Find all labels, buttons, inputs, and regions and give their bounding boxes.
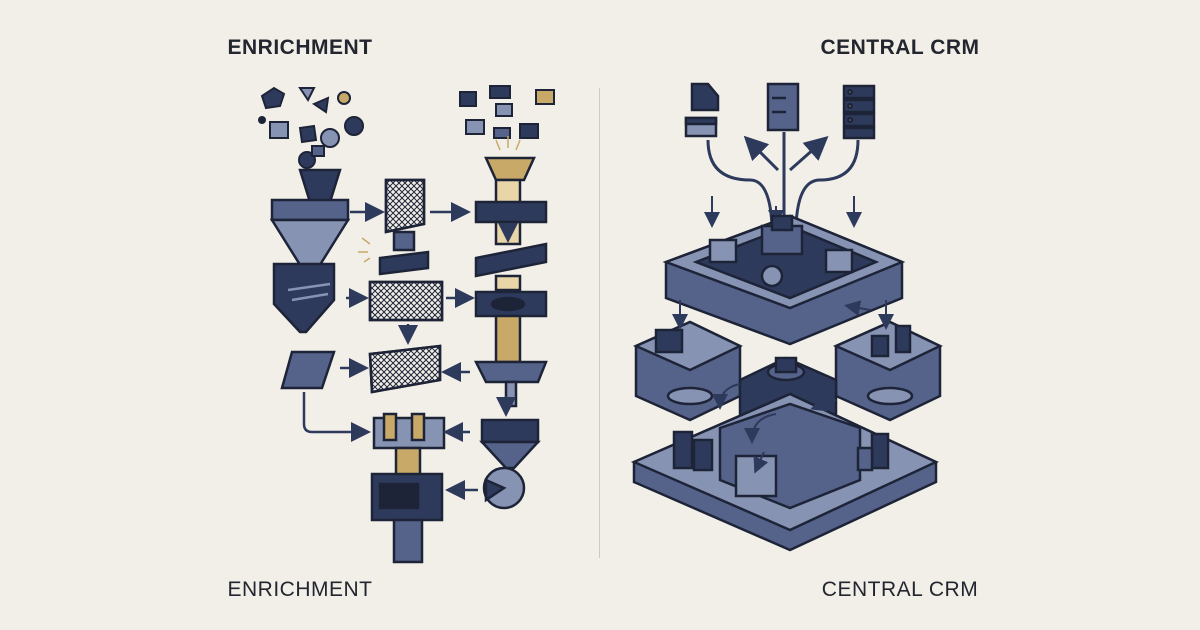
central-crm-panel: CENTRAL CRM <box>600 0 1200 630</box>
raw-data-scatter <box>258 86 364 169</box>
crm-title-bottom: CENTRAL CRM <box>821 578 979 601</box>
flow-arrows <box>302 202 518 500</box>
lens-column-icon <box>473 156 548 408</box>
server-rack-icon <box>842 84 876 140</box>
server-icon <box>766 82 800 132</box>
funnel-icon <box>269 168 351 334</box>
sparkle-icon <box>358 136 521 263</box>
panel-divider <box>599 88 600 558</box>
enrichment-title-top: ENRICHMENT <box>227 36 373 59</box>
enrichment-panel: ENRICHMENT <box>227 36 555 601</box>
output-funnel-icon <box>479 418 541 510</box>
enrichment-title-bottom: ENRICHMENT <box>227 578 373 601</box>
combiner-block <box>370 412 446 564</box>
crm-hub-icon <box>662 214 906 346</box>
crm-title-top: CENTRAL CRM <box>820 36 980 59</box>
mesh-filter-icon <box>368 178 444 394</box>
enrichment-diagram <box>258 85 555 564</box>
data-pipes <box>706 132 860 227</box>
internal-flow-arrows <box>672 300 894 474</box>
data-card-icon <box>280 350 336 390</box>
crm-diagram <box>630 82 943 552</box>
data-chips <box>459 85 555 139</box>
folder-icon <box>684 82 720 138</box>
